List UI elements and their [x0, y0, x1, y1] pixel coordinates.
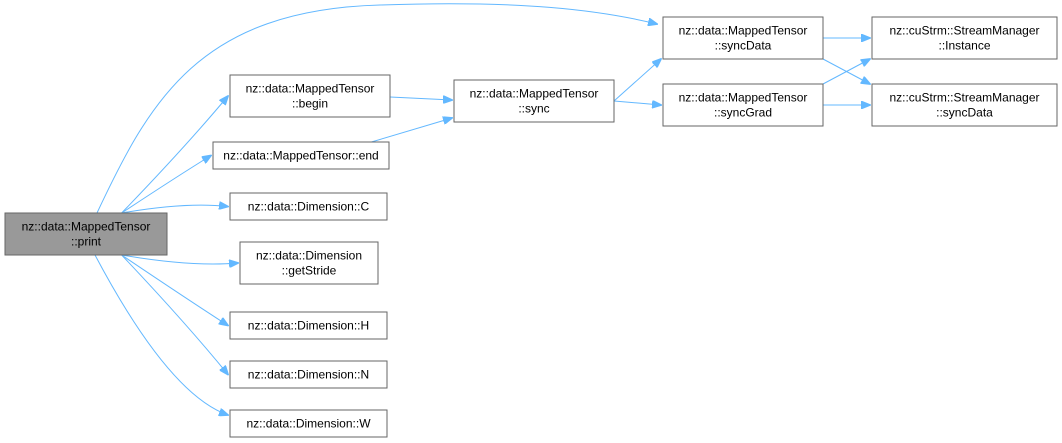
node-label-line: nz::data::Dimension::N — [248, 368, 369, 382]
node-label-line: ::print — [71, 235, 102, 249]
node-box[interactable] — [229, 409, 388, 438]
node-box[interactable] — [453, 79, 615, 123]
node-box[interactable] — [212, 141, 390, 170]
node-box[interactable] — [4, 212, 168, 256]
node-N[interactable]: nz::data::Dimension::N — [229, 360, 388, 389]
edge-end-to-sync — [371, 118, 452, 143]
node-label-line: ::Instance — [938, 39, 990, 53]
node-box[interactable] — [871, 83, 1058, 127]
edge-syncGrad-to-instance — [822, 59, 870, 85]
edge-print-to-N — [121, 254, 228, 375]
node-label-line: nz::data::MappedTensor — [470, 87, 599, 101]
node-label-line: ::syncData — [715, 39, 772, 53]
node-smSyncData[interactable]: nz::cuStrm::StreamManager::syncData — [871, 83, 1058, 127]
node-label-line: nz::data::MappedTensor — [246, 82, 375, 96]
edge-begin-to-sync — [389, 97, 452, 100]
node-box[interactable] — [229, 192, 388, 221]
node-label-line: nz::cuStrm::StreamManager — [889, 24, 1039, 38]
node-end[interactable]: nz::data::MappedTensor::end — [212, 141, 390, 170]
node-sync[interactable]: nz::data::MappedTensor::sync — [453, 79, 615, 123]
node-label-line: nz::data::Dimension::H — [248, 319, 369, 333]
edge-print-to-end — [121, 156, 211, 214]
node-W[interactable]: nz::data::Dimension::W — [229, 409, 388, 438]
node-box[interactable] — [239, 241, 379, 285]
node-box[interactable] — [662, 83, 824, 127]
edge-sync-to-syncGrad — [613, 101, 661, 105]
node-box[interactable] — [229, 74, 391, 118]
edge-print-to-H — [121, 254, 228, 326]
node-label-line: ::syncData — [936, 106, 993, 120]
node-print[interactable]: nz::data::MappedTensor::print — [4, 212, 168, 256]
edge-print-to-C — [121, 205, 228, 214]
node-box[interactable] — [229, 360, 388, 389]
node-label-line: nz::data::Dimension::W — [246, 417, 371, 431]
node-box[interactable] — [229, 311, 388, 340]
edge-print-to-begin — [121, 96, 228, 214]
edge-print-to-syncData — [96, 3, 657, 214]
node-label-line: nz::data::MappedTensor — [679, 91, 808, 105]
edges-layer — [94, 3, 870, 415]
edge-print-to-W — [94, 254, 228, 415]
node-label-line: nz::data::MappedTensor — [679, 24, 808, 38]
edge-print-to-getStride — [121, 254, 238, 264]
node-box[interactable] — [662, 16, 824, 60]
node-label-line: nz::data::MappedTensor::end — [223, 149, 378, 163]
edge-sync-to-syncData — [613, 59, 661, 102]
node-syncGrad[interactable]: nz::data::MappedTensor::syncGrad — [662, 83, 824, 127]
node-label-line: ::begin — [292, 97, 328, 111]
node-label-line: nz::data::Dimension — [256, 249, 362, 263]
node-label-line: nz::cuStrm::StreamManager — [889, 91, 1039, 105]
node-label-line: ::sync — [518, 102, 549, 116]
node-H[interactable]: nz::data::Dimension::H — [229, 311, 388, 340]
nodes-layer: nz::data::MappedTensor::printnz::data::M… — [4, 16, 1058, 438]
node-label-line: nz::data::Dimension::C — [248, 200, 370, 214]
node-label-line: ::getStride — [282, 264, 337, 278]
node-begin[interactable]: nz::data::MappedTensor::begin — [229, 74, 391, 118]
node-instance[interactable]: nz::cuStrm::StreamManager::Instance — [871, 16, 1058, 60]
node-label-line: nz::data::MappedTensor — [22, 220, 151, 234]
node-box[interactable] — [871, 16, 1058, 60]
node-C[interactable]: nz::data::Dimension::C — [229, 192, 388, 221]
node-getStride[interactable]: nz::data::Dimension::getStride — [239, 241, 379, 285]
node-syncData[interactable]: nz::data::MappedTensor::syncData — [662, 16, 824, 60]
node-label-line: ::syncGrad — [714, 106, 772, 120]
